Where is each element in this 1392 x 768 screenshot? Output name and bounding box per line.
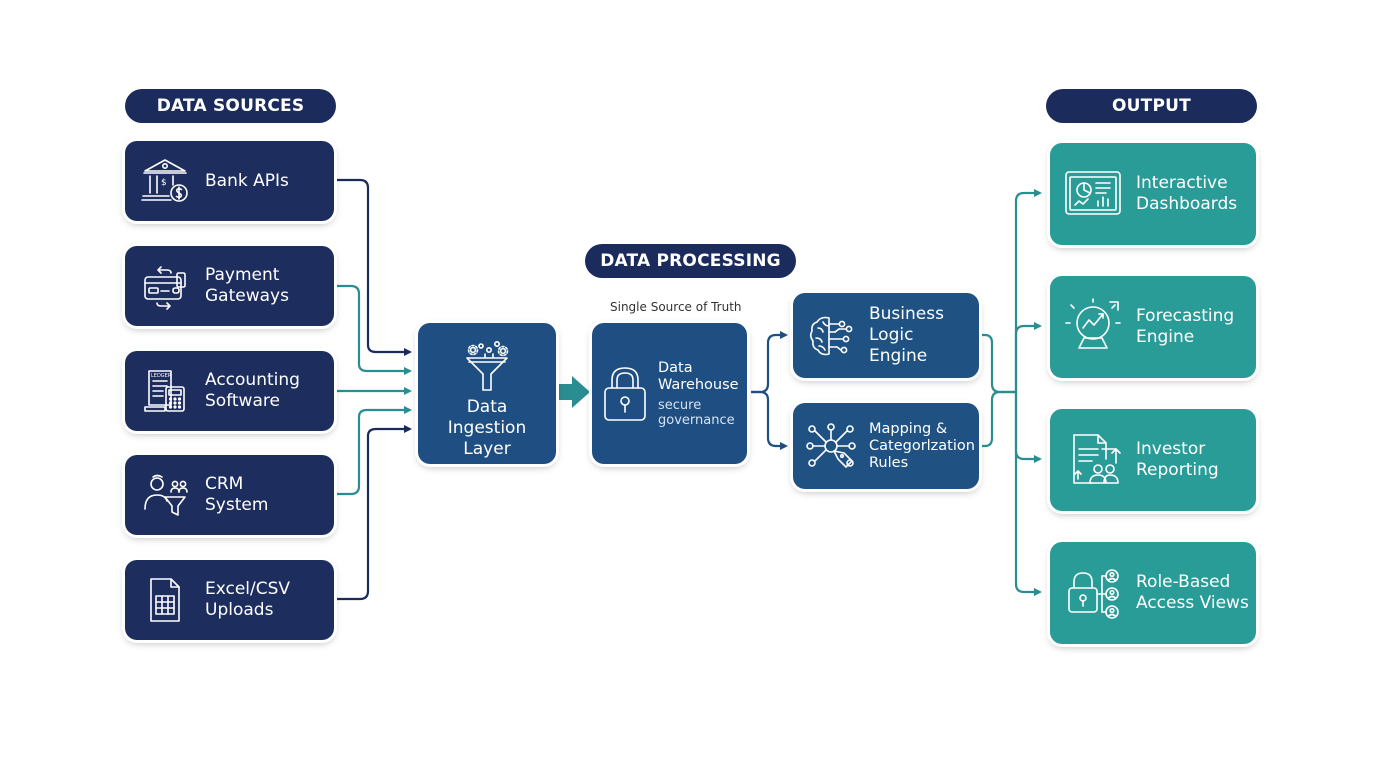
connector-payment-gateways: [337, 284, 412, 375]
source-card-accounting-software[interactable]: LEDGER Accounting Software: [125, 351, 334, 431]
padlock-icon: [592, 362, 658, 426]
connector-out-investor: [1014, 392, 1042, 463]
header-data-sources: DATA SOURCES: [125, 89, 336, 123]
connector-excel-csv: [337, 425, 412, 601]
output-card-forecasting-engine[interactable]: Forecasting Engine: [1050, 276, 1256, 378]
mapping-label: Mapping & Categorlzation Rules: [869, 420, 975, 471]
output-label: Forecasting Engine: [1136, 306, 1235, 347]
crm-funnel-icon: [125, 469, 205, 521]
warehouse-label: Data Warehouse: [658, 359, 739, 393]
output-label: Investor Reporting: [1136, 439, 1219, 480]
source-card-bank-apis[interactable]: $ Bank APIs: [125, 141, 334, 221]
svg-text:$: $: [161, 178, 167, 188]
output-label: Interactive Dashboards: [1136, 173, 1238, 214]
crystal-ball-icon: [1050, 296, 1136, 358]
output-card-investor-reporting[interactable]: Investor Reporting: [1050, 409, 1256, 511]
svg-text:LEDGER: LEDGER: [151, 373, 172, 379]
connector-crm-system: [337, 406, 412, 496]
network-tag-icon: [793, 419, 869, 473]
output-card-role-based-access[interactable]: Role-Based Access Views: [1050, 542, 1256, 644]
warehouse-sub: secure governance: [658, 397, 735, 428]
source-label: Payment Gateways: [205, 265, 289, 306]
connector-warehouse-logic: [751, 331, 788, 394]
filter-funnel-icon: [459, 333, 515, 397]
connector-ingestion-warehouse: [559, 376, 590, 408]
spreadsheet-icon: [125, 574, 205, 626]
business-logic-engine-card[interactable]: Business Logic Engine: [793, 293, 979, 378]
lock-users-icon: [1050, 562, 1136, 624]
mapping-rules-card[interactable]: Mapping & Categorlzation Rules: [793, 403, 979, 489]
payment-card-icon: [125, 260, 205, 312]
ingestion-layer-card[interactable]: Data Ingestion Layer: [418, 323, 556, 464]
warehouse-caption: Single Source of Truth: [610, 300, 742, 314]
connector-bank-apis: [337, 178, 412, 356]
connector-out-forecasting: [1014, 322, 1042, 392]
output-label: Role-Based Access Views: [1136, 572, 1249, 613]
connector-logic-merge: [982, 333, 1016, 394]
source-label: CRM System: [205, 474, 269, 515]
ingestion-label: Data Ingestion Layer: [447, 397, 527, 459]
header-output: OUTPUT: [1046, 89, 1257, 123]
source-card-excel-csv[interactable]: Excel/CSV Uploads: [125, 560, 334, 640]
source-card-crm-system[interactable]: CRM System: [125, 455, 334, 535]
connector-warehouse-mapping: [751, 390, 788, 450]
source-label: Bank APIs: [205, 170, 289, 191]
dashboard-icon: [1050, 168, 1136, 220]
logic-label: Business Logic Engine: [869, 304, 944, 366]
report-icon: [1050, 429, 1136, 491]
brain-circuit-icon: [793, 310, 869, 362]
output-card-interactive-dashboards[interactable]: Interactive Dashboards: [1050, 143, 1256, 245]
source-label: Excel/CSV Uploads: [205, 579, 291, 620]
bank-icon: $: [125, 155, 205, 207]
data-warehouse-card[interactable]: Data Warehouse secure governance: [592, 323, 747, 464]
connector-out-role: [1014, 392, 1042, 596]
source-card-payment-gateways[interactable]: Payment Gateways: [125, 246, 334, 326]
ledger-calculator-icon: LEDGER: [125, 365, 205, 417]
header-data-processing: DATA PROCESSING: [585, 244, 796, 278]
connector-mapping-merge: [982, 390, 1016, 448]
connector-out-dashboards: [1014, 189, 1042, 392]
source-label: Accounting Software: [205, 370, 300, 411]
